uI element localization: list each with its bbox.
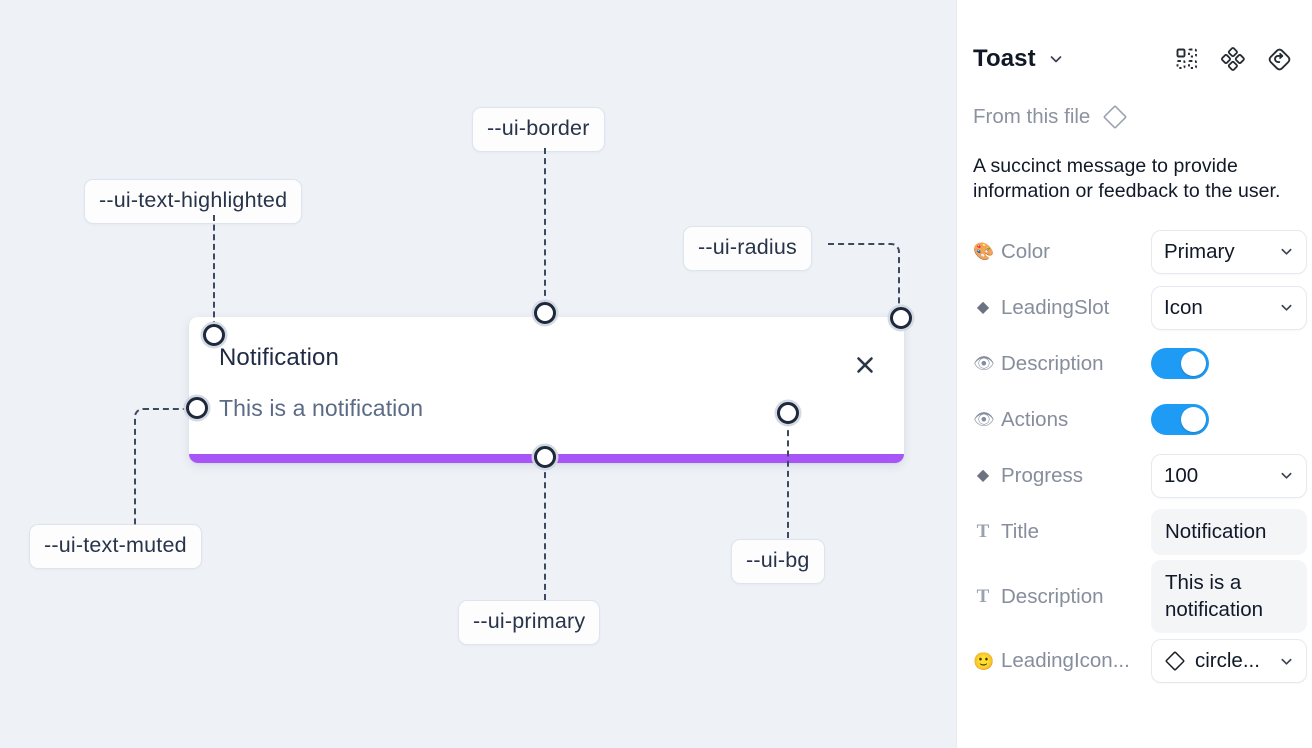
handle-ui-radius[interactable] bbox=[890, 307, 912, 329]
property-row-description-text: T Description This is a notification bbox=[973, 559, 1307, 634]
annotation-pill-ui-text-highlighted[interactable]: --ui-text-highlighted bbox=[84, 179, 303, 224]
from-this-file-label: From this file bbox=[973, 105, 1091, 128]
connector-ui-radius bbox=[828, 243, 900, 311]
property-row-description-visible: 👁 Description bbox=[973, 336, 1296, 392]
progress-select[interactable]: 100 bbox=[1151, 453, 1307, 498]
panel-header-icon-group bbox=[1175, 47, 1296, 72]
from-this-file-row[interactable]: From this file bbox=[973, 100, 1296, 134]
text-icon: T bbox=[976, 521, 990, 543]
handle-ui-text-highlighted[interactable] bbox=[203, 324, 225, 346]
connector-ui-text-highlighted bbox=[213, 215, 215, 327]
chevron-down-icon[interactable] bbox=[1048, 51, 1064, 67]
properties-panel: Toast bbox=[956, 0, 1312, 748]
property-row-actions-visible: 👁 Actions bbox=[973, 392, 1296, 448]
property-label-actions-visible: 👁 Actions bbox=[973, 407, 1069, 431]
property-label-color: 🎨 Color bbox=[973, 239, 1050, 263]
handle-ui-text-muted[interactable] bbox=[186, 397, 208, 419]
property-label-title: T Title bbox=[973, 520, 1151, 544]
annotation-pill-ui-primary[interactable]: --ui-primary bbox=[458, 600, 601, 645]
chevron-down-icon bbox=[1279, 654, 1294, 669]
property-label-description-visible: 👁 Description bbox=[973, 351, 1104, 375]
actions-toggle[interactable] bbox=[1151, 404, 1209, 436]
annotation-pill-ui-radius[interactable]: --ui-radius bbox=[683, 226, 812, 271]
color-select[interactable]: Primary bbox=[1151, 229, 1307, 274]
annotation-pill-ui-bg[interactable]: --ui-bg bbox=[731, 539, 825, 584]
chevron-down-icon bbox=[1279, 468, 1294, 483]
design-canvas[interactable]: Notification This is a notification --ui… bbox=[0, 0, 956, 748]
chevron-down-icon bbox=[1279, 244, 1294, 259]
toggle-knob bbox=[1181, 351, 1206, 377]
progress-select-value: 100 bbox=[1164, 463, 1199, 487]
close-x-icon[interactable] bbox=[850, 350, 880, 380]
handle-ui-border[interactable] bbox=[534, 302, 556, 324]
connector-ui-bg bbox=[787, 420, 789, 538]
eye-icon: 👁 bbox=[973, 354, 995, 374]
property-label-leadingslot: ◆ LeadingSlot bbox=[973, 296, 1151, 320]
connector-ui-text-muted bbox=[134, 408, 194, 526]
diamond-icon: ◆ bbox=[976, 466, 990, 484]
property-row-leadingicon: 🙂 LeadingIcon... circle... bbox=[973, 633, 1307, 689]
property-row-progress: ◆ Progress 100 bbox=[973, 448, 1307, 504]
handle-ui-primary[interactable] bbox=[534, 446, 556, 468]
annotation-pill-ui-text-muted[interactable]: --ui-text-muted bbox=[29, 524, 202, 569]
leadingslot-select-value: Icon bbox=[1164, 295, 1203, 319]
property-label-leadingicon: 🙂 LeadingIcon... bbox=[973, 649, 1130, 673]
leadingicon-select[interactable]: circle... bbox=[1151, 639, 1307, 684]
reset-rotate-icon[interactable] bbox=[1267, 47, 1292, 72]
component-description: A succinct message to provide informatio… bbox=[973, 155, 1281, 202]
connector-ui-border bbox=[544, 148, 546, 306]
diamond-outline-icon bbox=[1164, 650, 1186, 672]
page-title: Toast bbox=[973, 45, 1036, 72]
title-field[interactable]: Notification bbox=[1151, 508, 1307, 556]
panel-header: Toast bbox=[973, 30, 1296, 88]
variants-diamond-dots-icon[interactable] bbox=[1221, 47, 1245, 71]
chevron-down-icon bbox=[1279, 300, 1294, 315]
annotation-pill-ui-border[interactable]: --ui-border bbox=[472, 107, 605, 152]
emoji-smile-icon: 🙂 bbox=[973, 651, 995, 671]
handle-ui-bg[interactable] bbox=[777, 402, 799, 424]
text-icon: T bbox=[976, 586, 990, 608]
toast-component-preview[interactable]: Notification This is a notification bbox=[189, 317, 904, 463]
description-toggle[interactable] bbox=[1151, 348, 1209, 380]
property-row-color: 🎨 Color Primary bbox=[973, 224, 1307, 280]
property-row-title: T Title Notification bbox=[973, 504, 1307, 560]
property-row-leadingslot: ◆ LeadingSlot Icon bbox=[973, 280, 1307, 336]
toggle-knob bbox=[1181, 407, 1206, 433]
eye-icon: 👁 bbox=[973, 410, 995, 430]
toast-description: This is a notification bbox=[219, 395, 424, 421]
component-grid-icon[interactable] bbox=[1175, 47, 1199, 71]
palette-icon: 🎨 bbox=[973, 242, 995, 262]
diamond-outline-icon bbox=[1102, 104, 1128, 130]
leadingslot-select[interactable]: Icon bbox=[1151, 285, 1307, 330]
leadingicon-select-value: circle... bbox=[1195, 649, 1260, 673]
property-label-description-text: T Description bbox=[973, 585, 1151, 609]
property-label-progress: ◆ Progress bbox=[973, 464, 1151, 488]
description-field[interactable]: This is a notification bbox=[1151, 559, 1307, 634]
toast-title: Notification bbox=[219, 344, 339, 371]
connector-ui-primary bbox=[544, 462, 546, 600]
diamond-icon: ◆ bbox=[976, 298, 990, 316]
color-select-value: Primary bbox=[1164, 239, 1235, 263]
